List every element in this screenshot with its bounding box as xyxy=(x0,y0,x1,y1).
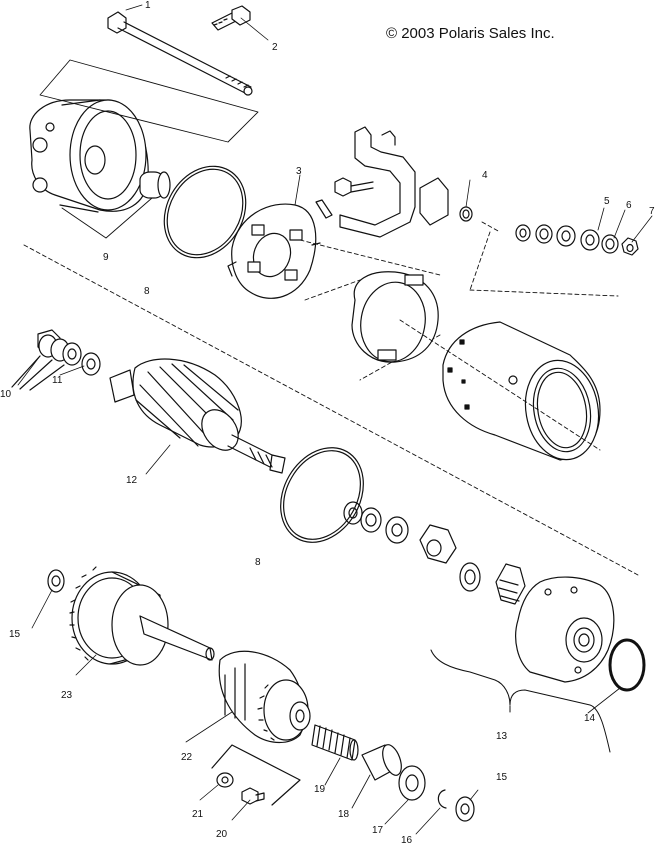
part-20-21-fasteners xyxy=(211,744,301,806)
callout-19: 19 xyxy=(314,784,326,795)
part-22-drive-gear xyxy=(218,650,311,744)
callout-8-lower: 8 xyxy=(255,557,261,568)
callout-7: 7 xyxy=(649,206,655,217)
callout-2: 2 xyxy=(272,42,278,53)
callout-17: 17 xyxy=(372,825,384,836)
callout-12: 12 xyxy=(126,475,138,486)
part-23-clutch-gear xyxy=(69,566,215,666)
part-13-drive-housing xyxy=(515,576,615,683)
part-15-washer-right xyxy=(455,796,475,822)
part-rear-housing xyxy=(29,99,171,213)
callout-20: 20 xyxy=(216,829,228,840)
callout-15-left: 15 xyxy=(9,629,21,640)
part-11-washer xyxy=(81,352,101,376)
callout-3: 3 xyxy=(296,166,302,177)
part-16-clip xyxy=(437,789,447,809)
callout-15-right: 15 xyxy=(496,772,508,783)
callout-13: 13 xyxy=(496,731,508,742)
callout-18: 18 xyxy=(338,809,350,820)
part-brush-holder xyxy=(227,203,321,299)
part-screw xyxy=(211,5,251,31)
part-terminal-bracket xyxy=(315,126,449,238)
part-washers-nuts-5-7 xyxy=(515,224,639,256)
callout-22: 22 xyxy=(181,752,193,763)
callout-23: 23 xyxy=(61,690,73,701)
part-4-washer xyxy=(459,206,473,222)
callout-11: 11 xyxy=(52,375,63,386)
part-19-spring xyxy=(311,724,359,761)
callout-8-upper: 8 xyxy=(144,286,150,297)
part-18-collar xyxy=(361,744,402,781)
part-shim-stack xyxy=(343,501,526,605)
callout-1: 1 xyxy=(145,0,151,11)
part-motor-yoke xyxy=(442,321,601,461)
part-17-bearing xyxy=(398,765,426,801)
copyright-notice: © 2003 Polaris Sales Inc. xyxy=(386,25,555,42)
callout-14: 14 xyxy=(584,713,596,724)
part-through-bolt xyxy=(107,11,253,96)
callout-4: 4 xyxy=(482,170,488,181)
part-o-ring-lower xyxy=(280,447,364,543)
callout-6: 6 xyxy=(626,200,632,211)
part-brush-ring xyxy=(351,271,439,363)
callout-10: 10 xyxy=(0,389,12,400)
callout-5: 5 xyxy=(604,196,610,207)
part-15-washer-left xyxy=(47,569,65,593)
callout-9: 9 xyxy=(103,252,109,263)
part-14-o-ring xyxy=(608,638,646,692)
callout-16: 16 xyxy=(401,835,413,843)
part-12-armature xyxy=(109,358,286,474)
callout-21: 21 xyxy=(192,809,204,820)
part-10-bushings xyxy=(11,329,82,391)
